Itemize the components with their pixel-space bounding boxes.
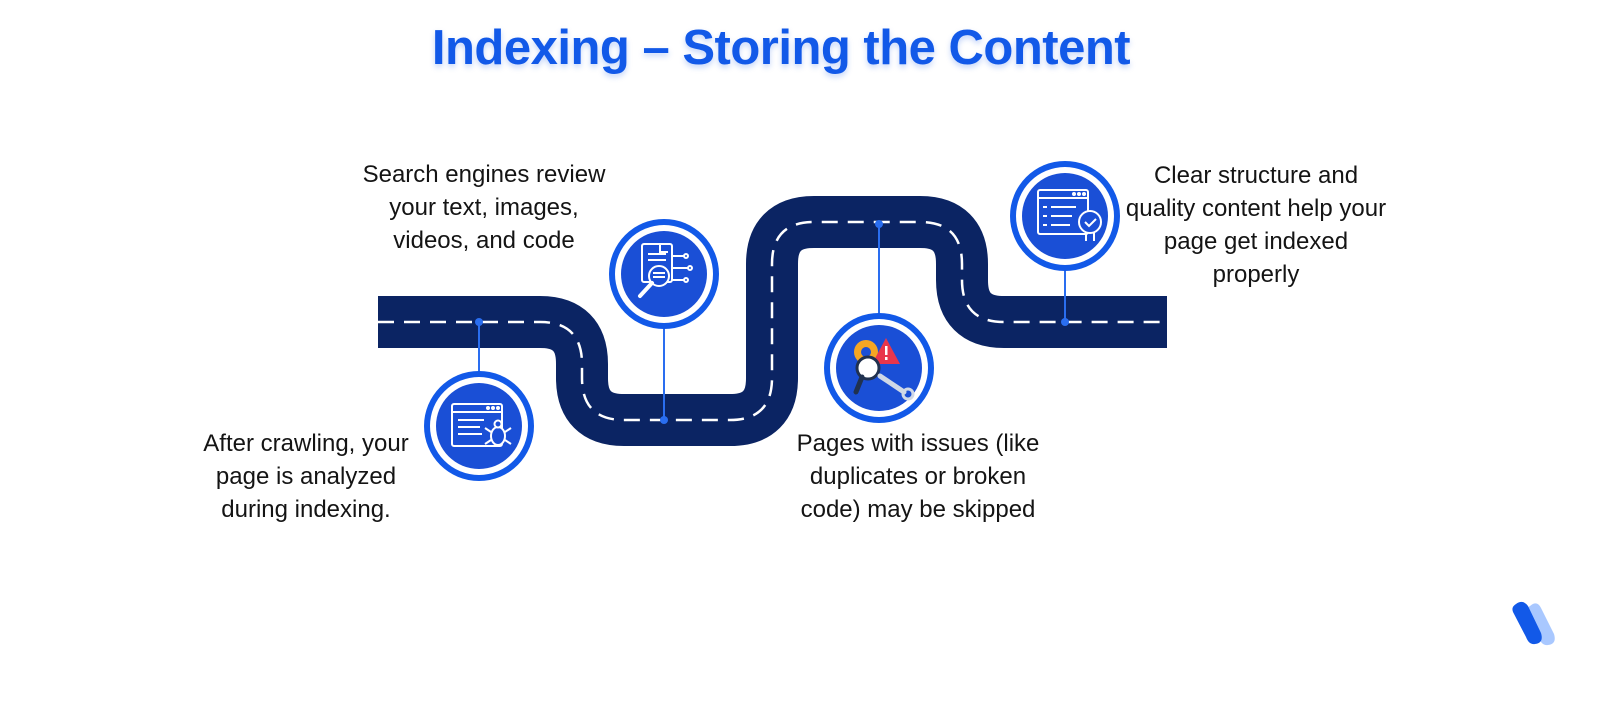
connector-2 xyxy=(660,328,668,424)
brand-logo-icon xyxy=(1512,601,1555,646)
road xyxy=(378,196,1167,446)
step-1-caption: After crawling, your page is analyzed du… xyxy=(203,430,409,523)
step-2-caption: Search engines review your text, images,… xyxy=(362,161,606,254)
connector-1 xyxy=(475,318,483,372)
page-title: Indexing – Storing the Content xyxy=(431,21,1131,75)
browser-bug-icon xyxy=(451,403,512,447)
step-1-badge xyxy=(424,371,534,481)
step-3-caption: Pages with issues (like duplicates or br… xyxy=(796,430,1040,523)
checklist-verified-icon xyxy=(1037,189,1102,241)
document-magnifier-icon xyxy=(638,243,693,298)
gear-warning-wrench-icon xyxy=(853,338,915,401)
connector-4 xyxy=(1061,270,1069,326)
step-2-badge xyxy=(609,219,719,329)
step-3-badge xyxy=(824,313,934,423)
step-4-caption: Clear structure and quality content help… xyxy=(1125,162,1387,288)
step-4-badge xyxy=(1010,161,1120,271)
connector-3 xyxy=(875,220,883,314)
